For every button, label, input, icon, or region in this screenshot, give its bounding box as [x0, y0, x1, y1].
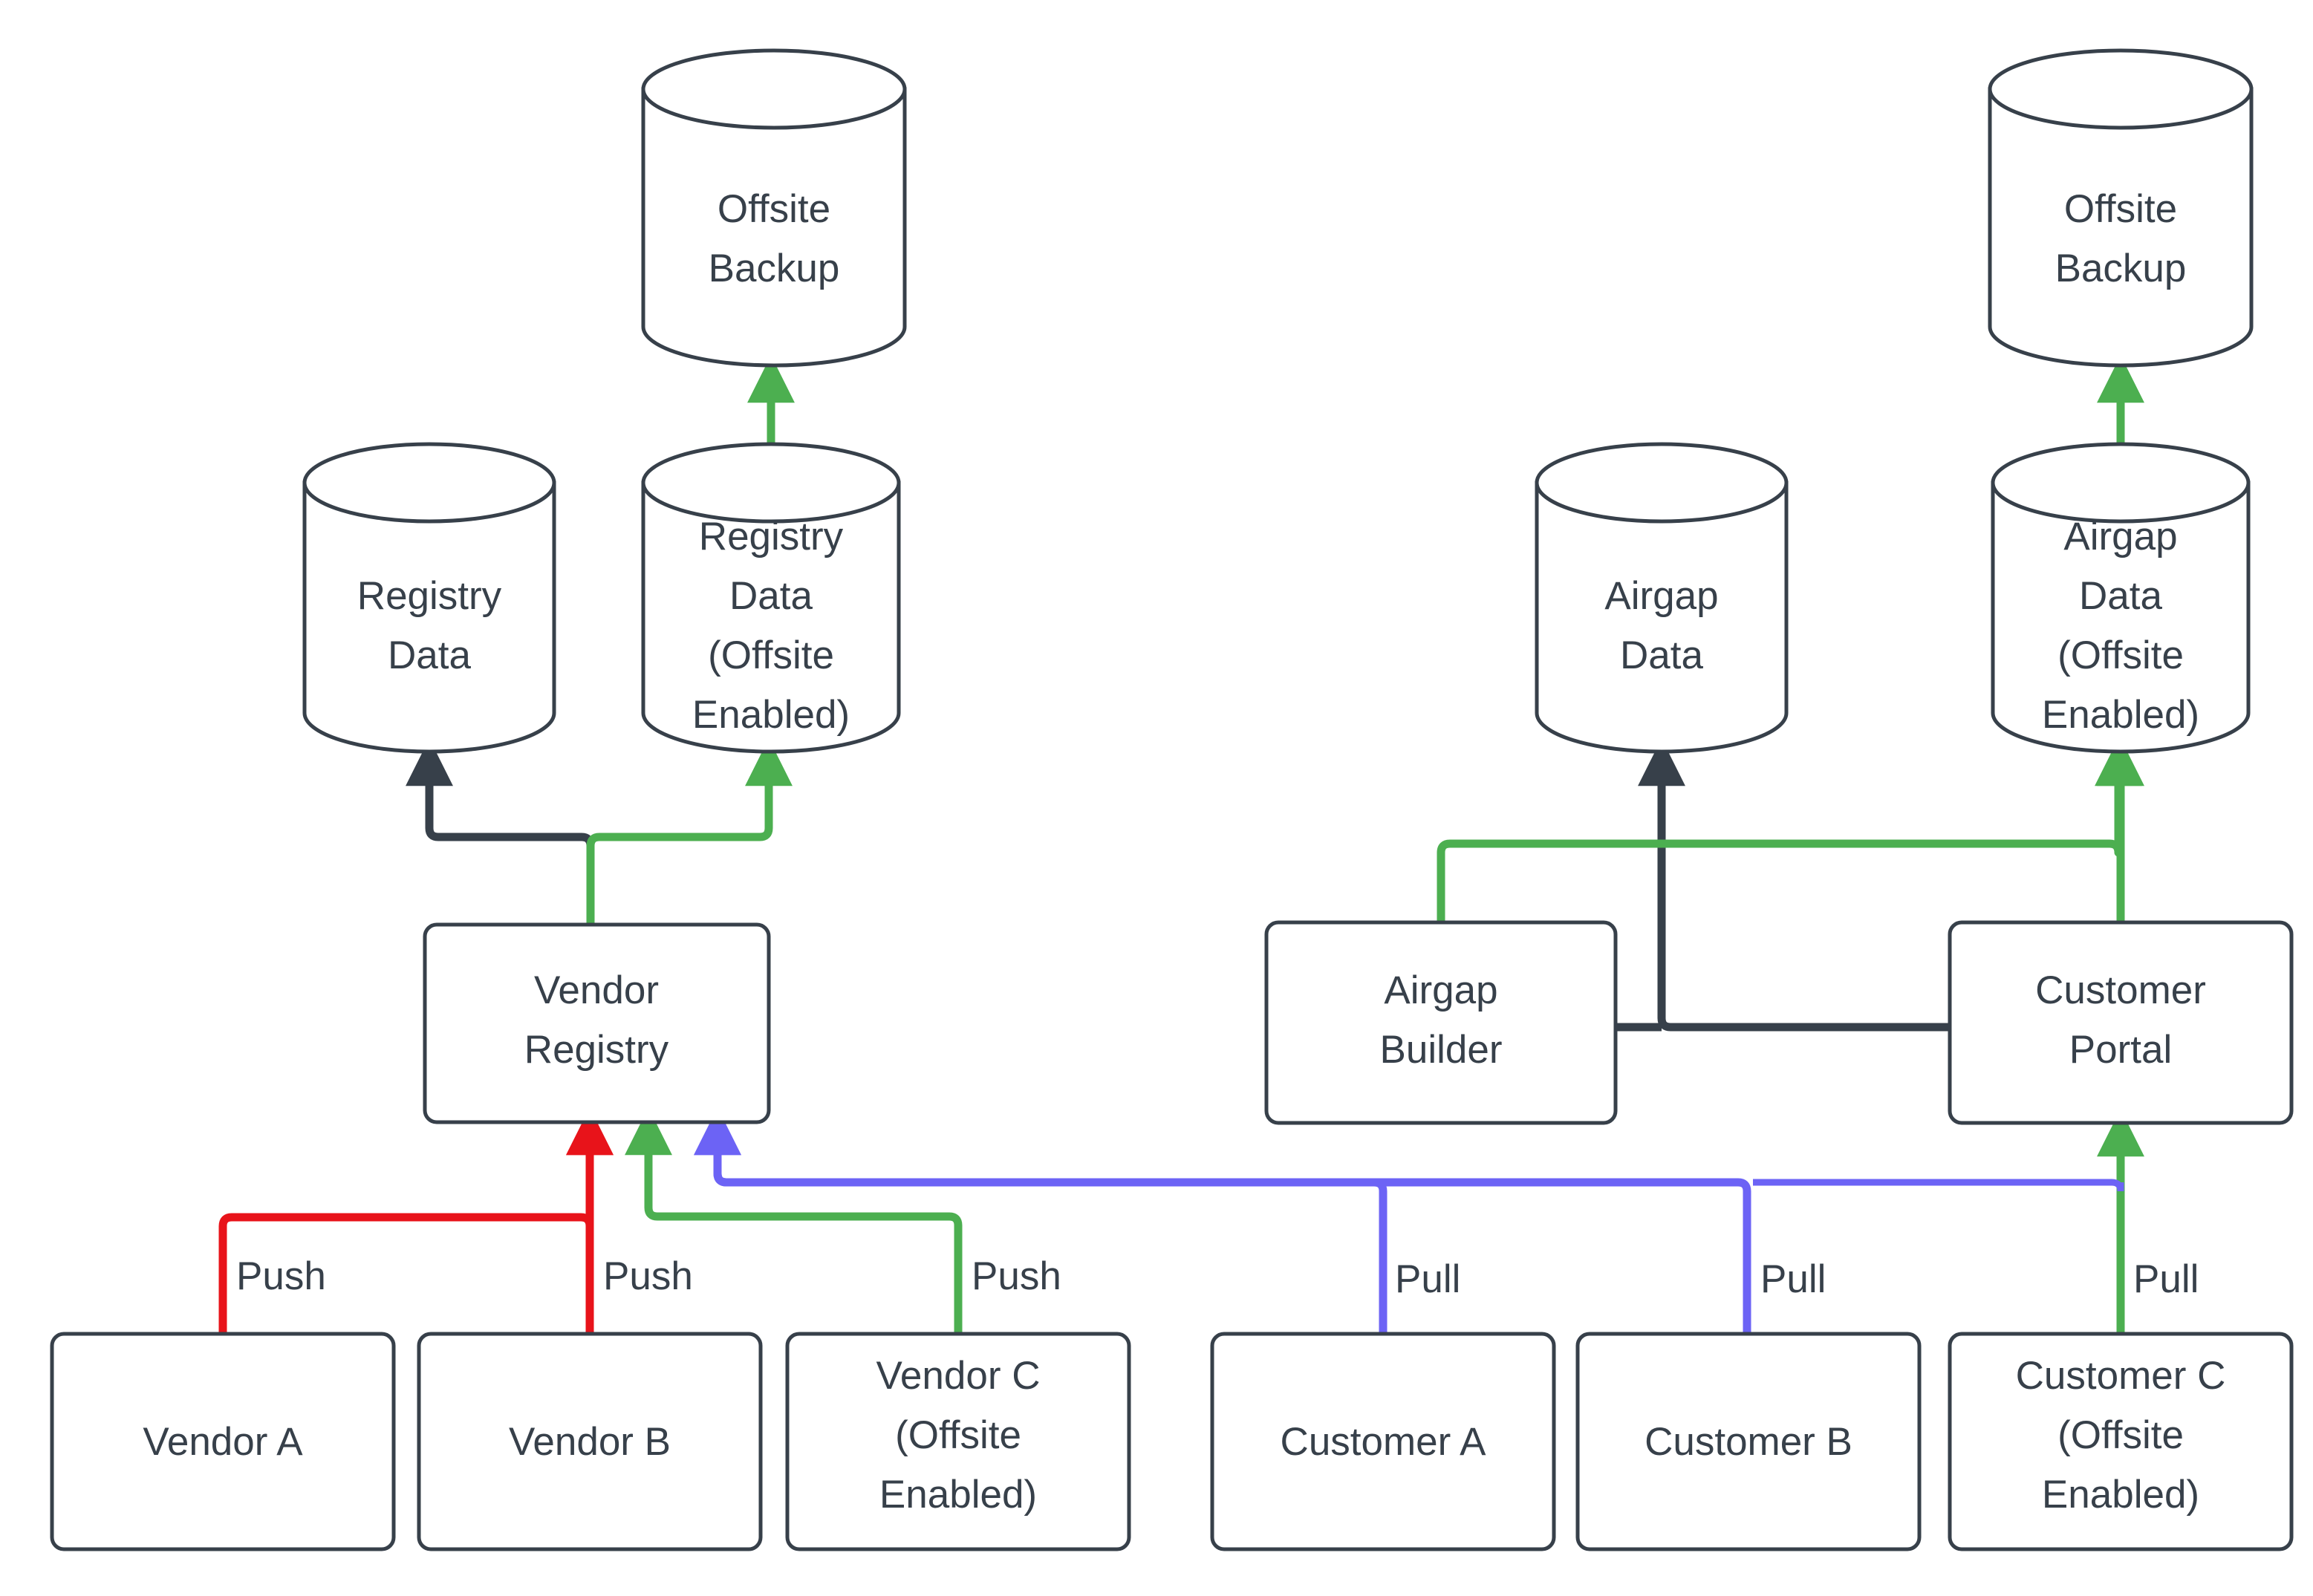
airgap-data-line2: Data — [1620, 633, 1703, 677]
node-customer-b[interactable]: Customer B — [1575, 1332, 1922, 1551]
node-vendor-c[interactable]: Vendor C (Offsite Enabled) — [785, 1332, 1131, 1551]
edge-vendor-a-push — [218, 1133, 590, 1334]
airgap-data-offsite-line4: Enabled) — [2042, 693, 2199, 737]
node-offsite-backup-right[interactable]: Offsite Backup — [1988, 48, 2254, 368]
offsite-backup-right-line2: Backup — [2055, 247, 2187, 290]
registry-data-offsite-line2: Data — [729, 574, 813, 618]
node-vendor-registry[interactable]: Vendor Registry — [423, 922, 771, 1124]
edge-vendor-c-push — [648, 1133, 963, 1334]
offsite-backup-left-line1: Offsite — [718, 187, 830, 231]
offsite-backup-right-line1: Offsite — [2064, 187, 2177, 231]
airgap-data-offsite-line2: Data — [2079, 574, 2162, 618]
vendor-registry-line1: Vendor — [534, 968, 659, 1012]
registry-data-offsite-line3: (Offsite — [708, 633, 834, 677]
node-registry-data-offsite[interactable]: Registry Data (Offsite Enabled) — [641, 442, 901, 754]
node-offsite-backup-left[interactable]: Offsite Backup — [641, 48, 907, 368]
edge-label-customer-c-pull: Pull — [2133, 1257, 2199, 1301]
customer-portal-line1: Customer — [2035, 968, 2206, 1012]
vendor-a-label: Vendor A — [143, 1420, 303, 1464]
vendor-registry-line2: Registry — [524, 1028, 669, 1072]
edge-airgap-builder-to-airgap-offsite — [1437, 763, 2118, 922]
registry-data-offsite-line4: Enabled) — [692, 693, 850, 737]
node-customer-c[interactable]: Customer C (Offsite Enabled) — [1948, 1332, 2294, 1551]
airgap-data-offsite-line1: Airgap — [2063, 515, 2177, 558]
vendor-b-label: Vendor B — [509, 1420, 671, 1464]
edge-label-vendor-b-push: Push — [603, 1254, 693, 1298]
airgap-data-line1: Airgap — [1604, 574, 1718, 618]
registry-data-line2: Data — [388, 633, 471, 677]
airgap-data-offsite-line3: (Offsite — [2057, 633, 2184, 677]
customer-portal-line2: Portal — [2069, 1028, 2172, 1072]
customer-a-label: Customer A — [1281, 1420, 1487, 1464]
node-vendor-a[interactable]: Vendor A — [50, 1332, 396, 1551]
vendor-c-line3: Enabled) — [879, 1473, 1037, 1517]
offsite-backup-left-line2: Backup — [709, 247, 840, 290]
edge-vendor-registry-to-registry-data — [429, 763, 595, 925]
customer-c-line2: (Offsite — [2057, 1413, 2184, 1457]
edge-vendor-registry-to-registry-data-offsite — [586, 763, 769, 925]
edge-pull-trunk — [1753, 1179, 2124, 1192]
airgap-builder-line1: Airgap — [1384, 968, 1497, 1012]
edge-label-vendor-c-push: Push — [972, 1254, 1061, 1298]
airgap-builder-line2: Builder — [1380, 1028, 1503, 1072]
edge-label-customer-b-pull: Pull — [1760, 1257, 1826, 1301]
customer-c-line3: Enabled) — [2042, 1473, 2199, 1517]
node-airgap-data[interactable]: Airgap Data — [1535, 442, 1789, 754]
node-vendor-b[interactable]: Vendor B — [417, 1332, 763, 1551]
customer-c-line1: Customer C — [2016, 1354, 2226, 1398]
node-airgap-builder[interactable]: Airgap Builder — [1264, 920, 1618, 1125]
node-registry-data[interactable]: Registry Data — [302, 442, 556, 754]
node-airgap-data-offsite[interactable]: Airgap Data (Offsite Enabled) — [1991, 442, 2251, 754]
vendor-c-line2: (Offsite — [895, 1413, 1021, 1457]
registry-data-offsite-line1: Registry — [699, 515, 844, 558]
edge-label-vendor-a-push: Push — [236, 1254, 326, 1298]
vendor-c-line1: Vendor C — [876, 1354, 1041, 1398]
edge-customer-b-pull — [718, 1133, 1751, 1334]
edge-customer-a-pull — [718, 1133, 1388, 1334]
edge-customer-portal-to-airgap-data — [1662, 763, 1950, 1032]
registry-data-line1: Registry — [357, 574, 502, 618]
customer-b-label: Customer B — [1645, 1420, 1852, 1464]
node-customer-a[interactable]: Customer A — [1210, 1332, 1556, 1551]
node-customer-portal[interactable]: Customer Portal — [1948, 920, 2294, 1125]
edge-label-customer-a-pull: Pull — [1395, 1257, 1460, 1301]
